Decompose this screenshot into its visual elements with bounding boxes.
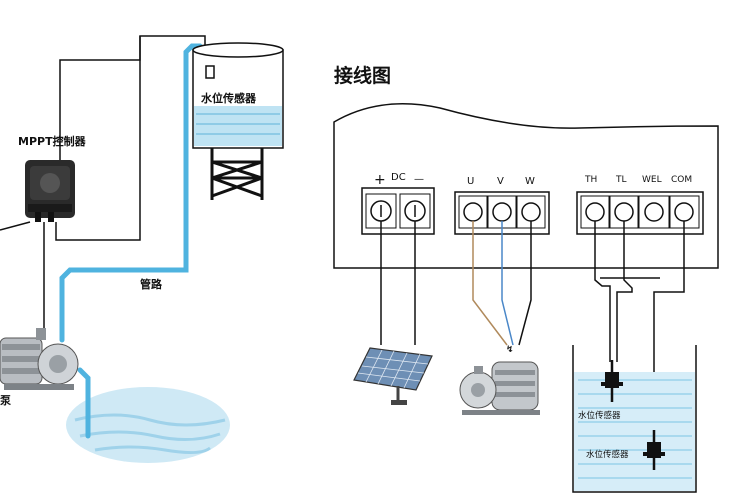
dc-label: DC bbox=[391, 172, 406, 183]
terminal-u: U bbox=[467, 176, 474, 187]
wiring-title: 接线图 bbox=[334, 64, 391, 87]
pond bbox=[66, 387, 230, 463]
tank-sensor-label: 水位传感器 bbox=[201, 91, 257, 105]
terminal-tl: TL bbox=[615, 175, 627, 185]
float-sensor-upper bbox=[601, 360, 623, 402]
solar-panel-icon bbox=[353, 347, 433, 405]
motor-wires bbox=[472, 221, 532, 346]
control-wires bbox=[0, 35, 206, 330]
terminal-th: TH bbox=[584, 175, 597, 185]
dc-wires bbox=[380, 221, 416, 345]
pump-label: 泵 bbox=[0, 394, 11, 407]
dc-plus: + bbox=[374, 172, 386, 188]
pipe-label: 管路 bbox=[140, 277, 163, 291]
dc-minus: — bbox=[414, 174, 424, 185]
motor-connector-icon: ↯ bbox=[506, 345, 514, 355]
sensor-wires bbox=[594, 221, 685, 430]
water-pipe bbox=[59, 43, 203, 439]
sensor-label-lower: 水位传感器 bbox=[586, 449, 629, 460]
water-tank bbox=[192, 42, 284, 200]
mppt-controller bbox=[25, 160, 75, 222]
dc-terminal-block bbox=[361, 187, 435, 235]
terminal-v: V bbox=[497, 176, 504, 187]
sensor-water-tank bbox=[572, 345, 697, 493]
sensor-label-upper: 水位传感器 bbox=[578, 410, 621, 421]
pump-left bbox=[0, 328, 79, 390]
float-sensor-lower bbox=[643, 430, 665, 470]
terminal-com: COM bbox=[671, 175, 692, 185]
controller-label: MPPT控制器 bbox=[18, 134, 87, 148]
pump-right bbox=[459, 361, 540, 415]
terminal-w: W bbox=[525, 176, 535, 187]
terminal-wel: WEL bbox=[642, 175, 662, 185]
